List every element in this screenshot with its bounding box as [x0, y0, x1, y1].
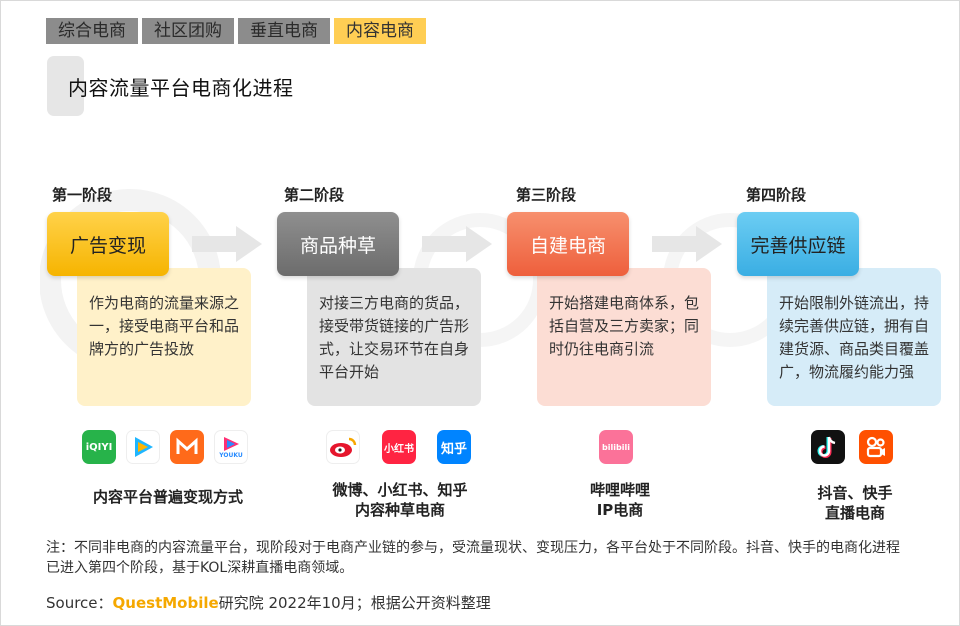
stage-2-heading: 商品种草 — [277, 212, 399, 276]
weibo-logo-icon — [326, 430, 360, 464]
stage-3-label: 第三阶段 — [516, 186, 577, 204]
tab-community-group-buying[interactable]: 社区团购 — [142, 18, 234, 44]
tab-vertical-ecommerce[interactable]: 垂直电商 — [238, 18, 330, 44]
arrow-right-icon — [652, 226, 722, 262]
stage-1-heading: 广告变现 — [47, 212, 169, 276]
page-title: 内容流量平台电商化进程 — [68, 76, 294, 100]
title-accent-block — [47, 56, 84, 116]
stage-1-label: 第一阶段 — [52, 186, 113, 204]
mango-tv-logo-icon — [170, 430, 204, 464]
tab-content-ecommerce[interactable]: 内容电商 — [334, 18, 426, 44]
source-suffix: 研究院 2022年10月；根据公开资料整理 — [218, 594, 491, 612]
stage-4-heading: 完善供应链 — [737, 212, 859, 276]
stage-3-heading: 自建电商 — [507, 212, 629, 276]
iqiyi-logo-icon: iQIYI — [82, 430, 116, 464]
stage-3-caption: 哔哩哔哩 IP电商 — [589, 481, 650, 519]
youku-logo-icon: YOUKU — [214, 430, 248, 464]
stage-2-caption: 微博、小红书、知乎 内容种草电商 — [332, 481, 468, 519]
stage-1-description: 作为电商的流量来源之一，接受电商平台和品牌方的广告投放 — [77, 268, 251, 406]
category-tabs: 综合电商 社区团购 垂直电商 内容电商 — [46, 18, 426, 44]
arrow-right-icon — [192, 226, 262, 262]
stage-4-label: 第四阶段 — [746, 186, 807, 204]
tencent-video-logo-icon — [126, 430, 160, 464]
xiaohongshu-logo-icon: 小红书 — [382, 430, 416, 464]
tab-comprehensive-ecommerce[interactable]: 综合电商 — [46, 18, 138, 44]
footnote: 注：不同非电商的内容流量平台，现阶段对于电商产业链的参与，受流量现状、变现压力，… — [46, 540, 900, 576]
brand-name: QuestMobile — [112, 594, 219, 612]
kuaishou-logo-icon — [859, 430, 893, 464]
zhihu-logo-icon: 知乎 — [437, 430, 471, 464]
stage-2-label: 第二阶段 — [284, 186, 345, 204]
arrow-right-icon — [422, 226, 492, 262]
stage-3-description: 开始搭建电商体系，包括自营及三方卖家；同时仍往电商引流 — [537, 268, 711, 406]
bilibili-logo-icon: bilibili — [599, 430, 633, 464]
stage-4-description: 开始限制外链流出，持续完善供应链，拥有自建货源、商品类目覆盖广，物流履约能力强 — [767, 268, 941, 406]
stage-4-caption: 抖音、快手 直播电商 — [817, 484, 893, 522]
source-line: Source：QuestMobile研究院 2022年10月；根据公开资料整理 — [46, 592, 491, 613]
source-prefix: Source： — [46, 594, 113, 612]
stage-1-caption: 内容平台普遍变现方式 — [92, 488, 243, 506]
douyin-logo-icon — [811, 430, 845, 464]
stage-2-description: 对接三方电商的货品，接受带货链接的广告形式，让交易环节在自身平台开始 — [307, 268, 481, 406]
